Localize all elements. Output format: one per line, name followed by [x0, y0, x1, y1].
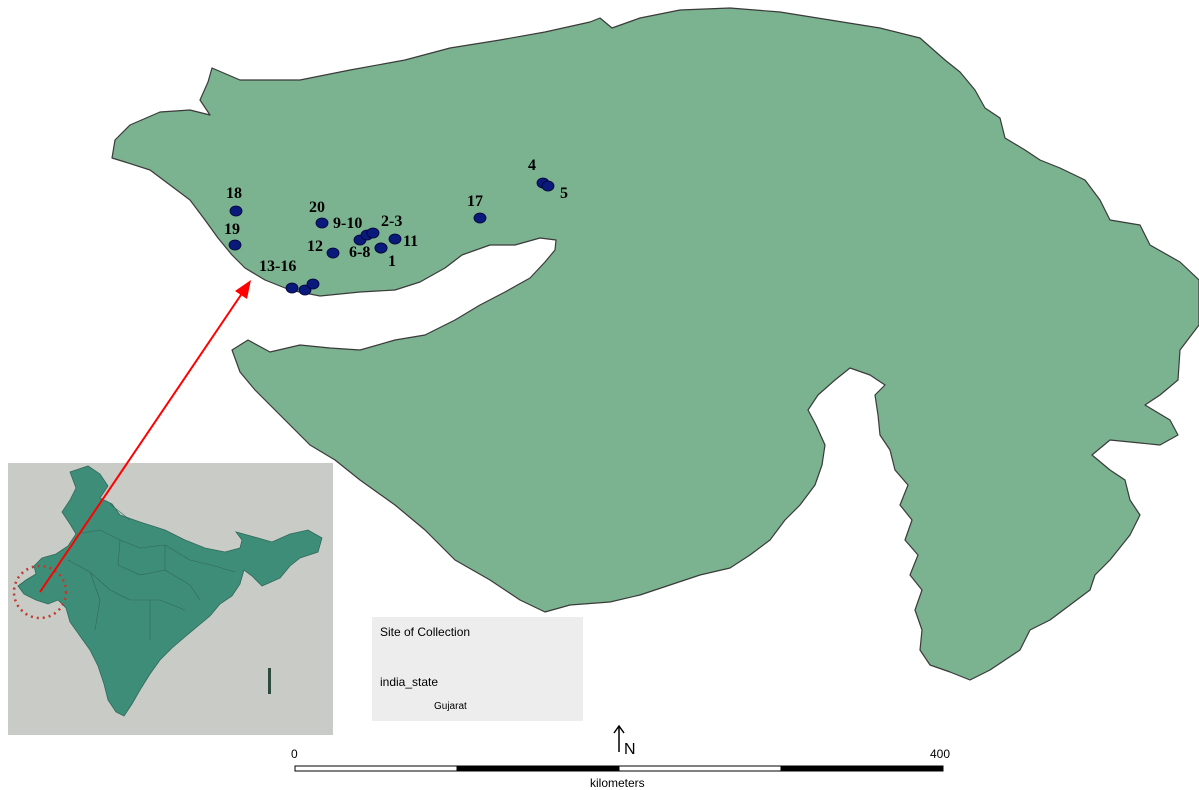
site-label-17: 17: [467, 193, 483, 210]
site-label-19: 19: [224, 221, 240, 238]
site-marker-13-16-3: [306, 278, 320, 290]
site-label-1: 1: [388, 253, 396, 270]
scale-bar-segment-2: [456, 765, 620, 772]
site-label-5: 5: [560, 185, 568, 202]
scale-bar-segment-3: [618, 765, 782, 772]
legend-layer-title: india_state: [380, 675, 439, 689]
site-marker-13-16-1: [285, 282, 299, 294]
site-marker-13-16-2: [298, 284, 312, 296]
legend-layer-entry: Gujarat: [434, 701, 467, 712]
gujarat-land: [111, 7, 1199, 681]
legend-site-title: Site of Collection: [380, 625, 471, 639]
site-label-13-16: 13-16: [259, 258, 297, 275]
site-label-6-8: 6-8: [349, 244, 371, 261]
site-label-2-3: 2-3: [381, 213, 403, 230]
site-marker-2-3: [366, 227, 380, 239]
scale-bar-start-label: 0: [291, 747, 298, 761]
gujarat-highlight-circle: [12, 564, 68, 620]
site-label-4: 4: [528, 157, 536, 174]
site-label-11: 11: [403, 233, 419, 250]
india-land: [17, 465, 323, 717]
pointer-arrow-head: [235, 280, 251, 299]
legend-box: Site of Collection india_state Gujarat: [372, 617, 583, 721]
scale-bar-end-label: 400: [930, 747, 951, 761]
site-label-9-10: 9-10: [333, 215, 363, 232]
north-arrow-head: [613, 724, 625, 734]
andaman-islands: [268, 668, 271, 694]
site-marker-5: [541, 180, 555, 192]
site-label-20: 20: [309, 199, 325, 216]
site-label-12: 12: [307, 238, 323, 255]
site-marker-19: [228, 239, 242, 251]
pointer-arrow-line: [39, 285, 248, 593]
site-marker-11: [388, 233, 402, 245]
site-marker-18: [229, 205, 243, 217]
site-marker-17: [473, 212, 487, 224]
site-label-18: 18: [226, 185, 242, 202]
site-marker-1: [374, 242, 388, 254]
scale-bar-segment-1: [294, 765, 458, 772]
india-state-borders: [67, 503, 236, 640]
site-marker-20: [315, 217, 329, 229]
site-marker-12: [326, 247, 340, 259]
site-markers: [228, 177, 555, 296]
scale-bar-unit-label: kilometers: [590, 776, 645, 790]
scale-bar-segment-4: [780, 765, 944, 772]
north-label: N: [624, 741, 636, 758]
